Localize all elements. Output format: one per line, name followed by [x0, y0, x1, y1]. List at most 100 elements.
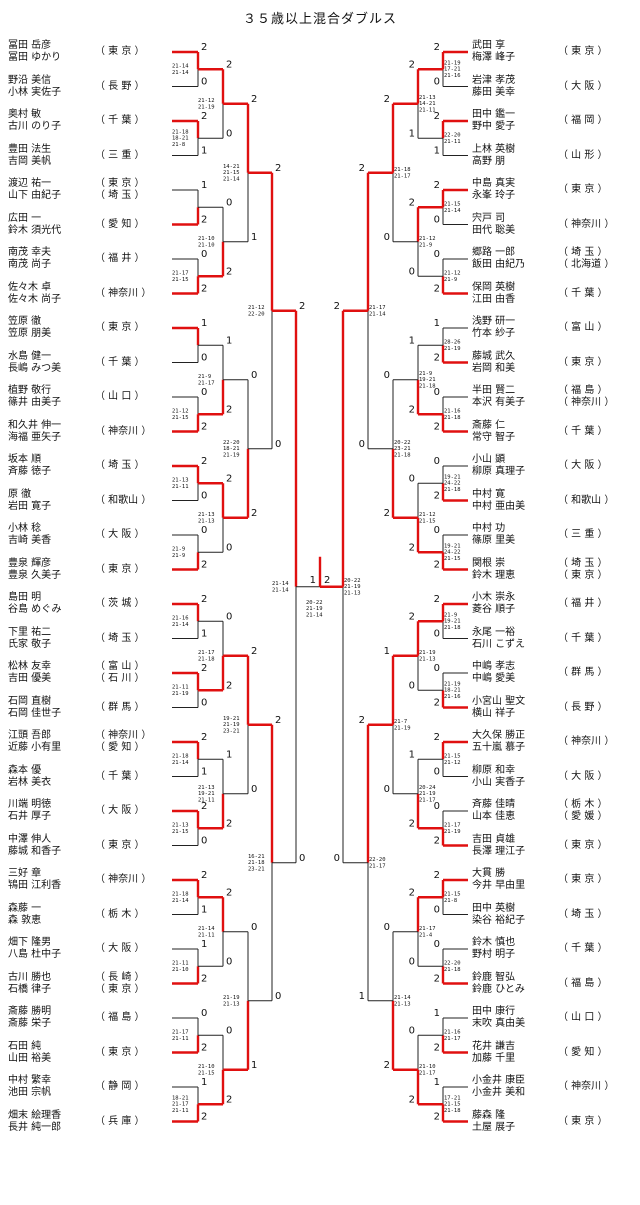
player-name: 大久保 勝正: [472, 730, 526, 741]
match-score: 0: [434, 629, 440, 640]
prefecture: （ 埼 玉 ） （ 北海道 ）: [558, 247, 615, 270]
prefecture: （ 大 阪 ）: [558, 80, 608, 92]
match-score: 0: [275, 439, 281, 450]
game-scores: 21-19: [444, 681, 461, 687]
match-score: 0: [299, 853, 305, 864]
match-score: 2: [434, 491, 440, 502]
pair-names: 坂本 順斉藤 徳子: [8, 454, 51, 478]
game-scores: 22-20: [369, 857, 386, 863]
game-scores: 21-16: [444, 694, 461, 700]
player-name: 南茂 幸夫: [8, 247, 52, 258]
pair-names: 藤森 隆土屋 展子: [472, 1110, 515, 1134]
match-score: 2: [434, 111, 440, 122]
match-score: 0: [251, 370, 257, 381]
game-scores: 17-21: [444, 1095, 461, 1101]
prefecture: （ 大 阪 ）: [558, 460, 608, 471]
match-score: 2: [251, 94, 257, 105]
match-score: 0: [434, 387, 440, 398]
prefecture: （ 和歌山 ）: [95, 494, 152, 506]
player-name: 岩津 孝茂: [472, 74, 516, 86]
player-name: 土屋 展子: [472, 1121, 516, 1133]
game-scores: 21-14: [172, 898, 189, 904]
player-name: 郷路 一郎: [472, 247, 516, 258]
game-scores: 21-18: [444, 967, 461, 973]
game-scores: 21-18: [444, 415, 461, 421]
match-score: 0: [226, 611, 232, 622]
match-score: 0: [226, 1025, 232, 1036]
game-scores: 20-24: [419, 785, 436, 791]
match-score: 2: [226, 473, 232, 484]
prefecture: （ 東 京 ）: [95, 1046, 145, 1058]
match-score: 1: [226, 335, 232, 346]
player-name: 近藤 小有里: [8, 742, 62, 753]
player-name: 谷島 めぐみ: [8, 604, 62, 615]
game-scores: 21-15: [172, 277, 189, 283]
game-scores: 21-16: [444, 409, 461, 415]
pair-names: 豊泉 輝彦豊泉 久美子: [8, 558, 61, 582]
prefecture: （ 三 重 ）: [95, 149, 145, 161]
pair-names: 鈴木 慎也野村 明子: [472, 937, 515, 961]
prefecture: （ 東 京 ） （ 埼 玉 ）: [95, 178, 145, 201]
game-scores: 21-17: [444, 823, 461, 829]
prefecture: （ 東 京 ）: [558, 184, 608, 195]
player-name: 永尾 一裕: [472, 626, 516, 638]
game-scores: 20-22: [394, 440, 411, 446]
match-score: 2: [434, 560, 440, 571]
prefecture: （ 神奈川 ）: [95, 874, 152, 885]
match-score: 2: [226, 680, 232, 691]
player-name: 上林 英樹: [472, 143, 516, 155]
game-scores: 21-9: [444, 277, 457, 283]
prefecture: （ 愛 知 ）: [558, 1046, 608, 1058]
player-name: 藤城 武久: [472, 350, 516, 362]
player-name: 佐々木 卓: [8, 281, 52, 293]
player-name: 野中 愛子: [472, 121, 516, 132]
match-score: 2: [201, 1112, 207, 1123]
player-name: 石田 純: [8, 1040, 42, 1052]
player-name: 奥村 敏: [8, 109, 42, 120]
match-score: 2: [201, 870, 207, 881]
match-score: 2: [251, 646, 257, 657]
game-scores: 21-12: [172, 409, 189, 415]
player-name: 広田 一: [8, 212, 42, 224]
prefecture: （ 福 井 ）: [95, 253, 145, 264]
player-name: 岩田 寛子: [8, 500, 52, 512]
game-scores: 21-18: [172, 129, 189, 135]
game-scores: 21-8: [172, 142, 185, 148]
final-score: 1: [310, 575, 316, 586]
player-name: 中村 寛: [472, 488, 506, 500]
game-scores: 21-18: [444, 1108, 461, 1114]
match-score: 0: [201, 387, 207, 398]
match-score: 0: [251, 784, 257, 795]
match-score: 2: [201, 801, 207, 812]
match-score: 2: [201, 284, 207, 295]
game-scores: 19-21: [223, 716, 240, 722]
game-scores: 21-17: [172, 1030, 189, 1036]
prefecture: （ 東 京 ）: [558, 874, 608, 885]
game-scores: 21-9: [444, 612, 457, 618]
pair-names: 大久保 勝正五十嵐 慕子: [472, 730, 525, 754]
game-scores: 21-14: [394, 995, 411, 1001]
match-score: 2: [226, 1094, 232, 1105]
pair-names: 野沿 美信小林 実佐子: [8, 75, 61, 99]
player-name: 田中 鑑一: [472, 109, 516, 120]
game-scores: 21-18: [444, 625, 461, 631]
game-scores: 21-12: [248, 305, 265, 311]
pair-names: 森藤 一森 敦恵: [8, 903, 41, 927]
game-scores: 21-9: [419, 371, 432, 377]
player-name: 保岡 英樹: [472, 281, 516, 293]
game-scores: 21-17: [444, 1036, 461, 1042]
player-name: 本沢 有美子: [472, 397, 526, 408]
game-scores: 21-15: [419, 518, 436, 524]
pair-names: 岩津 孝茂藤田 美幸: [472, 75, 515, 99]
prefecture: （ 東 京 ）: [558, 46, 608, 57]
player-name: 冨田 ゆかり: [8, 52, 62, 63]
player-name: 鴇田 江利香: [8, 880, 62, 891]
game-scores: 21-15: [444, 1102, 461, 1108]
game-scores: 28-26: [444, 340, 461, 346]
player-name: 笠原 徹: [8, 316, 42, 327]
game-scores: 21-13: [172, 478, 189, 484]
player-name: 吉岡 美帆: [8, 155, 52, 167]
player-name: 石井 厚子: [8, 811, 52, 822]
player-name: 斎藤 栄子: [8, 1018, 52, 1029]
game-scores: 21-19: [419, 791, 436, 797]
